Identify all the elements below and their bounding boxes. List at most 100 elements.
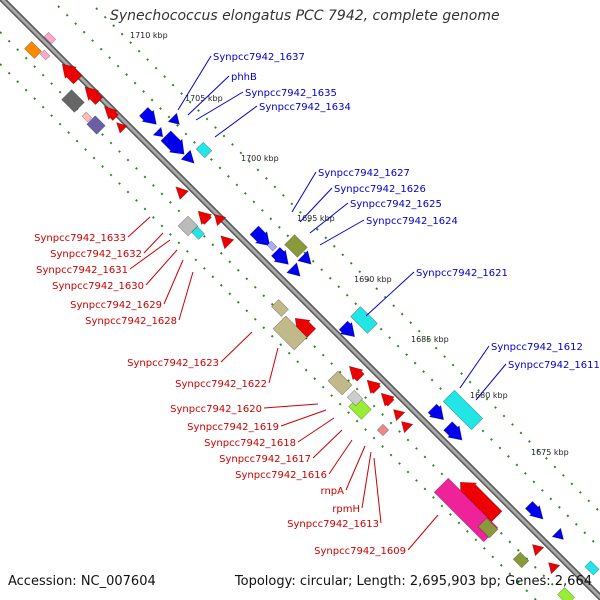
gene-forward-1625 [266,240,278,252]
reverse-gene-label: Synpcc7942_1633 [34,233,126,244]
gene-forward-1637 [138,106,157,125]
reverse-leader-line [129,239,171,270]
reverse-gene-label: Synpcc7942_1616 [235,470,327,481]
scale-label: 1685 kbp [411,335,449,344]
gene-reverse-1620 [348,365,365,382]
gene-reverse-a [61,63,83,85]
forward-leader-line [365,271,415,317]
reverse-leader-line [297,417,335,443]
reverse-gene-label: Synpcc7942_1620 [170,404,262,415]
reverse-leader-line [220,331,253,363]
forward-gene-label: Synpcc7942_1627 [318,168,410,179]
gene-forward-d [270,246,289,265]
gene-pink [43,31,57,45]
gene-forward-phhB [167,112,180,125]
gene-olive-1622 [272,315,308,351]
forward-gene-label: Synpcc7942_1626 [334,184,426,195]
forward-leader-line [309,202,349,234]
reverse-leader-line [163,259,184,305]
reverse-gene-label: Synpcc7942_1630 [52,281,144,292]
forward-gene-label: Synpcc7942_1635 [245,88,337,99]
gene-forward-f [338,320,356,338]
gene-lime-bottom [557,587,575,600]
reverse-leader-line [345,445,366,491]
gene-reverse-bottom [532,544,545,557]
forward-gene-label: Synpcc7942_1624 [366,216,458,227]
forward-gene-label: Synpcc7942_1612 [491,342,583,353]
reverse-gene-label: Synpcc7942_1619 [187,422,279,433]
reverse-gene-label: Synpcc7942_1632 [50,249,142,260]
gene-orange [24,41,42,59]
gene-forward-g [443,421,463,441]
gene-pink-rpmH [376,423,390,437]
forward-gene-label: Synpcc7942_1625 [350,199,442,210]
gene-cyan-bottom [584,560,600,576]
reverse-gene-label: rnpA [321,486,345,497]
scale-label: 1680 kbp [470,391,508,400]
reverse-track-outer [0,63,537,600]
reverse-leader-line [268,347,279,384]
gene-cyan-1631 [191,226,205,240]
forward-leader-line [299,187,333,223]
gene-reverse-e [175,186,190,201]
reverse-leader-line [127,216,151,238]
gene-forward-i [551,527,564,540]
reverse-gene-label: Synpcc7942_1613 [287,519,379,530]
gene-forward-h [524,500,544,520]
forward-leader-line [475,363,507,401]
forward-gene-label: Synpcc7942_1621 [416,268,508,279]
reverse-leader-line [373,457,382,524]
gene-reverse-1619 [366,379,382,395]
gene-grey-a [61,89,85,113]
reverse-leader-line [263,403,319,409]
forward-leader-line [319,219,365,246]
scale-label: 1690 kbp [354,275,392,284]
accession-text: Accession: NC_007604 [8,574,156,589]
forward-leader-line [195,91,244,121]
scale-label: 1695 kbp [297,214,335,223]
gene-grey-c [346,389,364,407]
reverse-leader-line [280,409,327,427]
reverse-leader-line [143,232,164,254]
gene-forward-1624 [297,250,312,265]
gene-grey-1633 [177,215,199,237]
forward-leader-line [177,55,212,111]
reverse-leader-line [407,514,439,551]
reverse-leader-line [361,451,372,509]
reverse-gene-label: Synpcc7942_1609 [314,546,406,557]
gene-grey-b [86,115,106,135]
gene-forward-a [152,126,164,138]
reverse-leader-line [145,249,178,286]
gene-forward-e [286,262,301,277]
gene-cyan-1621 [350,306,378,334]
reverse-gene-label: rpmH [332,504,360,515]
gene-reverse-c [103,105,119,121]
gene-reverse-small [39,49,51,61]
gene-reverse-small-c [401,421,414,434]
reverse-gene-label: Synpcc7942_1628 [85,316,177,327]
reverse-gene-label: Synpcc7942_1617 [219,454,311,465]
gene-olive-1620 [327,370,353,396]
gene-reverse-d [116,122,128,134]
gene-olive-small [271,299,289,317]
gene-cyan-1612 [442,389,484,431]
gene-pink-b [81,111,93,123]
gene-reverse-f [197,210,213,226]
forward-leader-line [187,75,230,116]
reverse-leader-line [328,439,353,475]
gene-forward-b [160,130,185,155]
gene-olive-1626 [284,234,308,258]
map-title: Synechococcus elongatus PCC 7942, comple… [110,8,500,24]
forward-leader-line [459,345,490,389]
reverse-gene-label: Synpcc7942_1629 [70,300,162,311]
gene-olive-lower [477,517,499,539]
scale-label: 1675 kbp [531,448,569,457]
scale-label: 1700 kbp [241,154,279,163]
forward-gene-label: Synpcc7942_1637 [213,52,305,63]
scale-track [95,7,600,513]
gene-forward-1627 [249,225,271,247]
reverse-gene-label: Synpcc7942_1622 [175,379,267,390]
gene-olive-bottom [512,551,530,569]
topology-text: Topology: circular; Length: 2,695,903 bp… [234,574,592,589]
